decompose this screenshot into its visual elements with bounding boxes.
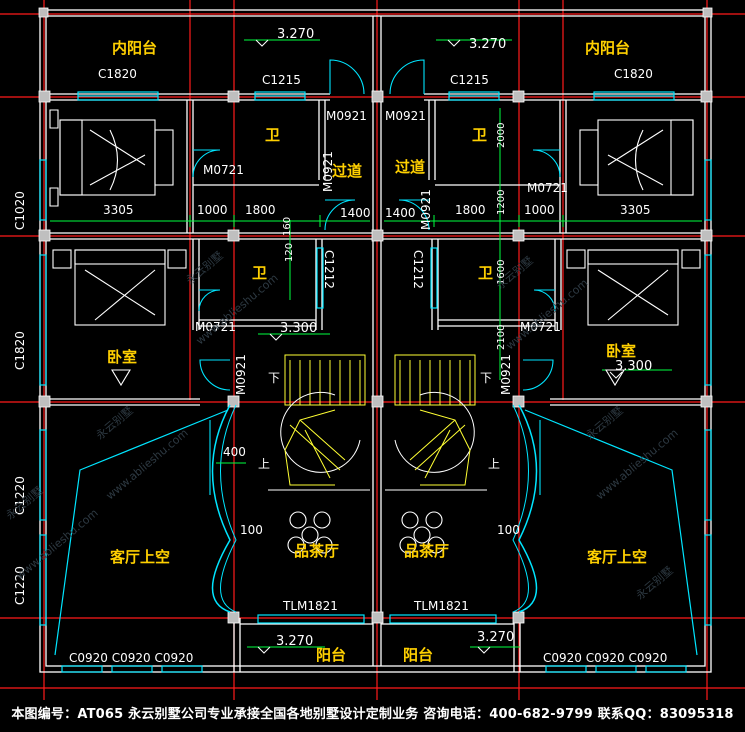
room-corridor-right: 过道 [395, 158, 425, 176]
door-m0921-stair-right: M0921 [499, 354, 513, 395]
window-side-2: C1820 [13, 331, 27, 370]
stair-down-right: 下 [480, 371, 492, 385]
elevation-markers [255, 39, 623, 654]
elevation-bottom-left: 3.270 [276, 634, 313, 649]
window-bottom-right-row: C0920 C0920 C0920 [543, 651, 667, 665]
elevation-top-left: 3.270 [277, 27, 314, 42]
window-c1215-right: C1215 [450, 73, 489, 87]
stair-down-left: 下 [268, 371, 280, 385]
door-m0721-top-left: M0721 [203, 163, 244, 177]
door-m0921-corr-right: M0921 [419, 189, 433, 230]
room-bath-top-right: 卫 [472, 126, 487, 144]
room-tea-left: 品茶厅 [294, 542, 339, 560]
dim-3305-right: 3305 [620, 203, 651, 217]
windows [39, 91, 712, 673]
door-tlm-left: TLM1821 [282, 599, 338, 613]
elevation-mid-right: 3.300 [615, 359, 652, 374]
tea-table-icon [399, 511, 445, 554]
door-m0721-bed-right: M0721 [520, 320, 561, 334]
door-m0921-top-right: M0921 [385, 109, 426, 123]
stair-labels: 下 上 下 上 [258, 371, 500, 471]
window-side-1: C1020 [13, 191, 27, 230]
dim-1600-right: 1600 [496, 260, 507, 285]
dim-400-left: 400 [223, 445, 246, 459]
room-living-void-right: 客厅上空 [586, 548, 647, 566]
dim-3305-left: 3305 [103, 203, 134, 217]
dim-120-left: 120 [284, 243, 295, 262]
tea-table-icon [287, 511, 333, 554]
dim-1400-right: 1400 [385, 206, 416, 220]
dim-2000-right: 2000 [496, 123, 507, 148]
dim-1200-right: 1200 [496, 190, 507, 215]
room-living-void-left: 客厅上空 [109, 548, 170, 566]
door-m0721-bed-left: M0721 [195, 320, 236, 334]
room-inner-balcony-right: 内阳台 [585, 39, 630, 57]
elevation-labels: 3.270 3.270 3.300 3.300 3.270 3.270 [276, 27, 652, 649]
window-c1215-left: C1215 [262, 73, 301, 87]
room-bath-mid-left: 卫 [252, 264, 267, 282]
dim-1000-right: 1000 [524, 203, 555, 217]
door-m0921-top-left: M0921 [326, 109, 367, 123]
columns [38, 7, 713, 624]
furniture [49, 109, 701, 554]
window-bottom-left-row: C0920 C0920 C0920 [69, 651, 193, 665]
room-bedroom-right: 卧室 [606, 342, 636, 360]
door-m0721-top-right: M0721 [527, 181, 568, 195]
door-m0921-corr-left: M0921 [321, 151, 335, 192]
window-side-4: C1220 [13, 566, 27, 605]
window-c1820-top-right: C1820 [614, 67, 653, 81]
elevation-bottom-right: 3.270 [477, 630, 514, 645]
dim-1800-left: 1800 [245, 203, 276, 217]
elevation-mid-left: 3.300 [280, 321, 317, 336]
room-inner-balcony-left: 内阳台 [112, 39, 157, 57]
stair-up-left: 上 [258, 457, 270, 471]
dim-100-right: 100 [497, 523, 520, 537]
room-balcony-right: 阳台 [403, 646, 433, 664]
dimension-labels: 3305 1000 1800 1400 1400 1800 1000 3305 … [103, 123, 651, 537]
elevation-top-right: 3.270 [469, 37, 506, 52]
footer-info: 本图编号：AT065 永云别墅公司专业承接全国各地别墅设计定制业务 咨询电话：4… [0, 700, 745, 732]
door-labels: M0921 M0921 M0721 M0721 M0921 M0921 M072… [195, 109, 568, 613]
door-tlm-right: TLM1821 [413, 599, 469, 613]
room-labels: 内阳台 内阳台 卫 卫 过道 过道 卫 卫 卧室 卧室 客厅上空 客厅上空 品茶… [107, 39, 647, 664]
window-side-3: C1220 [13, 476, 27, 515]
dim-100-left: 100 [240, 523, 263, 537]
window-c1820-top-left: C1820 [98, 67, 137, 81]
window-labels: C1820 C1820 C1215 C1215 C1212 C1212 C102… [13, 67, 667, 665]
room-bath-top-left: 卫 [265, 126, 280, 144]
dim-2100-right: 2100 [496, 325, 507, 350]
stair-up-right: 上 [488, 457, 500, 471]
room-bedroom-left: 卧室 [107, 348, 137, 366]
room-corridor-left: 过道 [332, 162, 362, 180]
doors [192, 59, 561, 495]
room-tea-right: 品茶厅 [404, 542, 449, 560]
dim-1800-right: 1800 [455, 203, 486, 217]
door-m0921-stair-left: M0921 [234, 354, 248, 395]
dim-160-left: 160 [282, 217, 293, 236]
stairs [268, 354, 487, 491]
dim-1000-left: 1000 [197, 203, 228, 217]
dim-1400-left: 1400 [340, 206, 371, 220]
window-c1212-right: C1212 [411, 250, 425, 289]
room-bath-mid-right: 卫 [478, 264, 493, 282]
room-balcony-left: 阳台 [316, 646, 346, 664]
window-c1212-left: C1212 [322, 250, 336, 289]
